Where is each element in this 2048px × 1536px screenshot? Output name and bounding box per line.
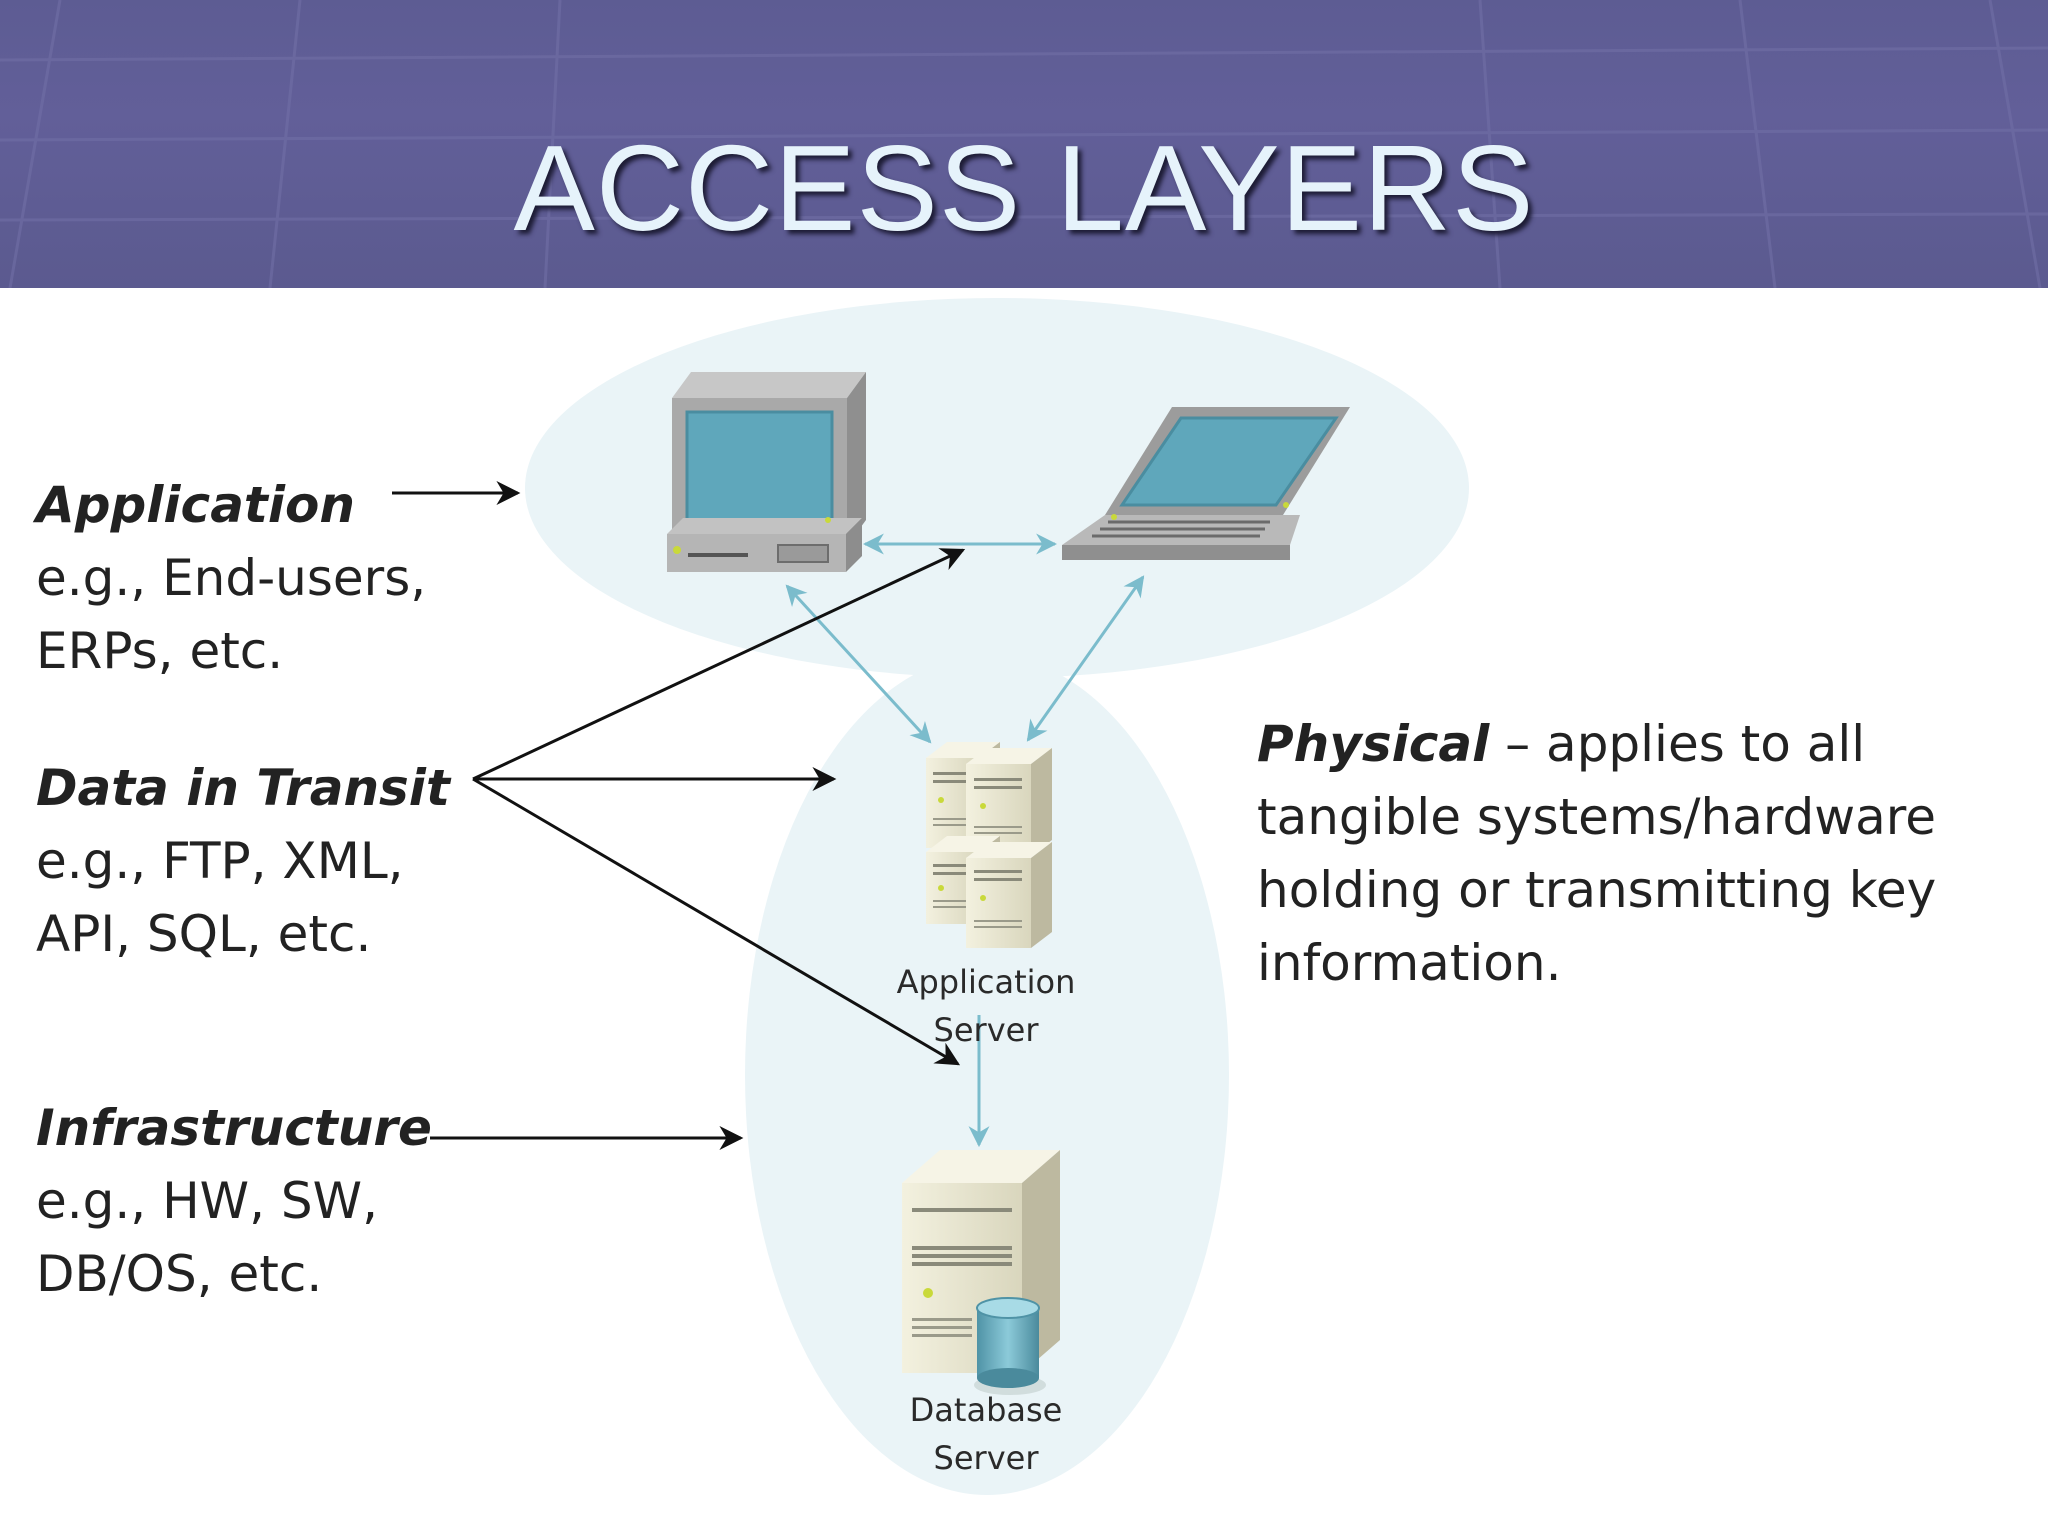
layer-pointer-arrows — [392, 481, 966, 1150]
server-zone — [745, 655, 1229, 1495]
application-layer-title: Application — [36, 476, 355, 534]
title-banner: ACCESS LAYERS — [0, 0, 2048, 288]
transit-layer-label: Data in Transit e.g., FTP, XML, API, SQL… — [36, 752, 450, 971]
infrastructure-layer-example-2: DB/OS, etc. — [36, 1245, 323, 1303]
physical-layer-label: Physical – applies to all tangible syste… — [1257, 708, 1936, 1000]
physical-layer-description-3: holding or transmitting key — [1257, 861, 1937, 919]
laptop-server-link — [1026, 575, 1145, 742]
banner-grid-pattern — [0, 0, 2048, 288]
infrastructure-layer-example-1: e.g., HW, SW, — [36, 1172, 378, 1230]
database-server-label-line2: Server — [933, 1439, 1039, 1477]
application-server-label: Application Server — [866, 958, 1106, 1054]
infrastructure-layer-label: Infrastructure e.g., HW, SW, DB/OS, etc. — [36, 1092, 432, 1311]
desktop-computer-icon — [667, 372, 866, 572]
application-server-label-line1: Application — [896, 963, 1076, 1001]
database-server-label: Database Server — [866, 1386, 1106, 1482]
transit-layer-example-2: API, SQL, etc. — [36, 905, 372, 963]
physical-layer-description-1: – applies to all — [1489, 715, 1866, 773]
database-server-label-line1: Database — [909, 1391, 1063, 1429]
laptop-icon — [1062, 407, 1350, 560]
application-layer-label: Application e.g., End-users, ERPs, etc. — [36, 469, 426, 688]
transit-layer-example-1: e.g., FTP, XML, — [36, 832, 404, 890]
infrastructure-layer-title: Infrastructure — [36, 1099, 432, 1157]
physical-layer-description-2: tangible systems/hardware — [1257, 788, 1937, 846]
network-connectors — [785, 533, 1145, 1148]
application-zone — [525, 298, 1469, 678]
database-server-icon — [902, 1150, 1060, 1395]
transit-pointer-arrow-up — [472, 548, 966, 781]
application-layer-example-2: ERPs, etc. — [36, 622, 284, 680]
application-server-label-line2: Server — [933, 1011, 1039, 1049]
desktop-server-link — [785, 584, 932, 744]
physical-layer-title: Physical — [1257, 715, 1490, 773]
application-layer-example-1: e.g., End-users, — [36, 549, 427, 607]
transit-layer-title: Data in Transit — [36, 759, 450, 817]
application-server-icon — [926, 742, 1052, 948]
transit-pointer-arrow-down — [472, 777, 961, 1066]
physical-layer-description-4: information. — [1257, 934, 1562, 992]
slide-title: ACCESS LAYERS — [513, 120, 1535, 256]
